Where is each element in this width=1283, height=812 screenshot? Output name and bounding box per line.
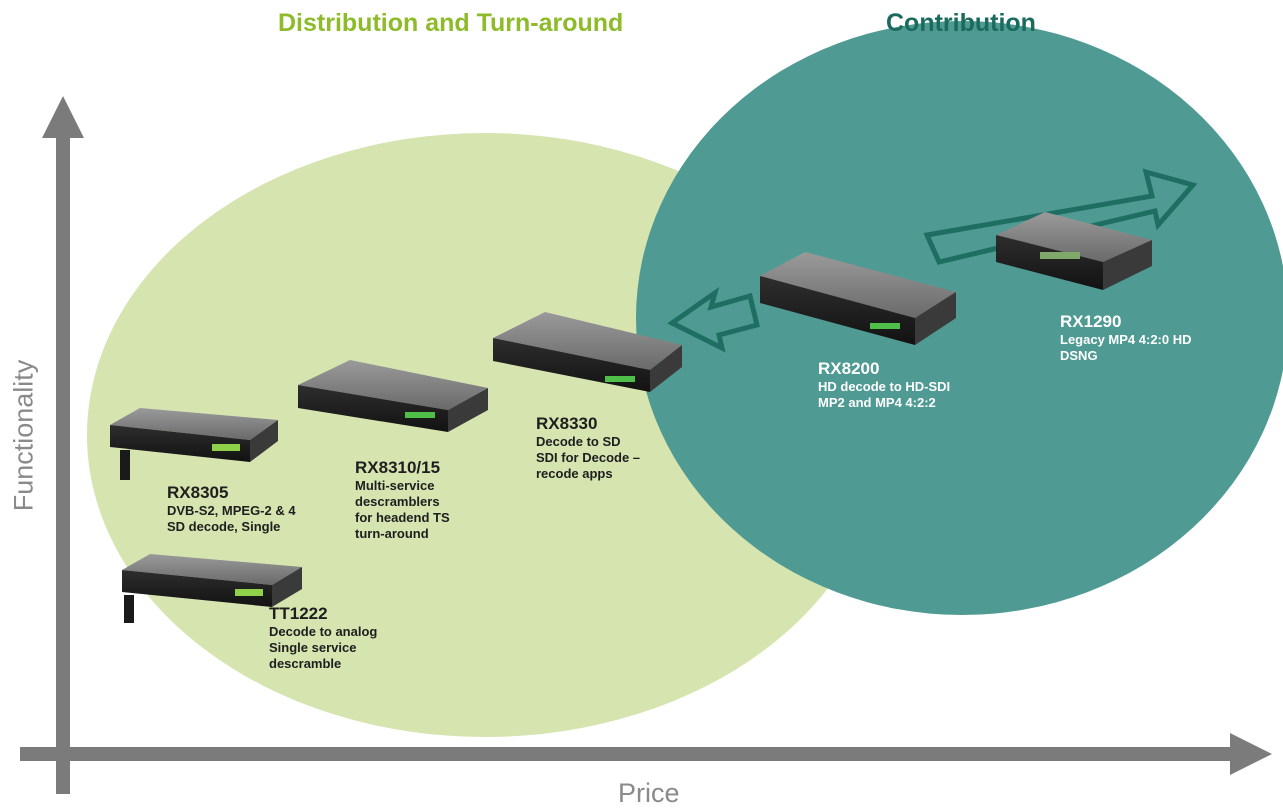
device-image-rx8310 bbox=[298, 360, 488, 432]
device-desc-rx8310: Multi-service descramblers for headend T… bbox=[355, 478, 450, 541]
device-label-rx8330: RX8330 Decode to SD SDI for Decode – rec… bbox=[536, 413, 640, 482]
device-model-tt1222: TT1222 bbox=[269, 604, 328, 623]
device-model-rx8305: RX8305 bbox=[167, 483, 229, 502]
device-label-rx8305: RX8305 DVB-S2, MPEG-2 & 4 SD decode, Sin… bbox=[167, 482, 296, 535]
device-label-rx8200: RX8200 HD decode to HD-SDI MP2 and MP4 4… bbox=[818, 358, 950, 411]
device-desc-rx8305: DVB-S2, MPEG-2 & 4 SD decode, Single bbox=[167, 503, 296, 534]
device-desc-rx8200: HD decode to HD-SDI MP2 and MP4 4:2:2 bbox=[818, 379, 951, 410]
device-model-rx8200: RX8200 bbox=[818, 359, 880, 378]
y-axis bbox=[42, 96, 84, 794]
device-desc-rx8330: Decode to SD SDI for Decode – recode app… bbox=[536, 434, 641, 481]
device-desc-tt1222: Decode to analog Single service descramb… bbox=[269, 624, 378, 671]
device-model-rx8310: RX8310/15 bbox=[355, 458, 441, 477]
device-image-rx8305 bbox=[110, 408, 278, 480]
device-model-rx1290: RX1290 bbox=[1060, 312, 1122, 331]
device-image-tt1222 bbox=[122, 554, 302, 623]
right-arrow-icon bbox=[923, 168, 1198, 265]
x-axis-label: Price bbox=[618, 778, 680, 808]
device-model-rx8330: RX8330 bbox=[536, 414, 598, 433]
device-label-tt1222: TT1222 Decode to analog Single service d… bbox=[269, 603, 377, 672]
left-arrow-icon bbox=[667, 286, 761, 353]
device-image-rx8330 bbox=[493, 312, 682, 392]
device-image-rx8200 bbox=[760, 252, 956, 345]
contribution-title: Contribution bbox=[886, 9, 1036, 37]
device-label-rx1290: RX1290 Legacy MP4 4:2:0 HD DSNG bbox=[1060, 311, 1192, 364]
device-desc-rx1290: Legacy MP4 4:2:0 HD DSNG bbox=[1060, 332, 1192, 363]
device-label-rx8310: RX8310/15 Multi-service descramblers for… bbox=[355, 457, 450, 542]
x-axis bbox=[20, 733, 1272, 775]
contribution-ellipse bbox=[636, 21, 1283, 615]
y-axis-label: Functionality bbox=[8, 359, 39, 512]
distribution-title: Distribution and Turn-around bbox=[278, 9, 624, 37]
device-image-rx1290 bbox=[996, 212, 1152, 290]
